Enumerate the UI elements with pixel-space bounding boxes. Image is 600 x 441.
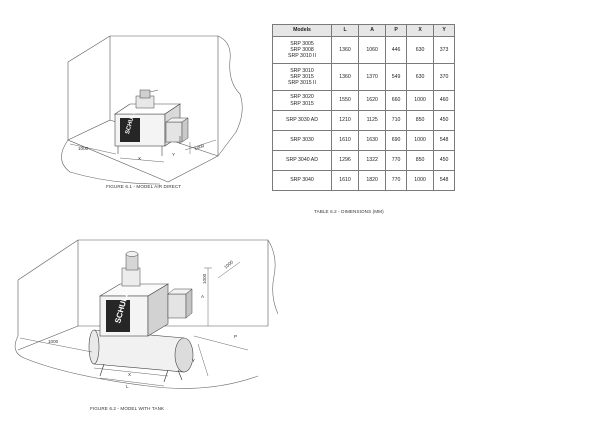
dim-x: X xyxy=(128,372,131,377)
cell-p: 770 xyxy=(385,150,408,171)
cell-x: 630 xyxy=(406,63,435,91)
header-a: A xyxy=(358,24,387,37)
cell-x: 630 xyxy=(406,36,435,64)
cell-l: 1296 xyxy=(330,150,360,171)
compressor-with-tank: SCHULZ xyxy=(88,251,194,383)
dim-1000-left: 1000 xyxy=(78,146,89,151)
dim-a: A xyxy=(201,294,205,299)
dim-1000-vertical: 1000 xyxy=(202,273,207,284)
header-y: Y xyxy=(433,24,455,37)
table-row: SRP 3030 AD 1210 1125 710 850 450 xyxy=(272,110,455,131)
dim-y: Y xyxy=(192,358,195,363)
cell-y: 373 xyxy=(433,36,455,64)
compressor-air-direct: SCHULZ xyxy=(114,89,189,156)
cell-models: SRP 3005 SRP 3008 SRP 3010 II xyxy=(272,36,332,64)
table-header-row: Models L A P X Y xyxy=(272,24,455,37)
cell-p: 770 xyxy=(385,170,408,191)
cell-a: 1820 xyxy=(358,170,387,191)
cell-p: 446 xyxy=(385,36,408,64)
header-models: Models xyxy=(272,24,332,37)
cell-p: 710 xyxy=(385,110,408,131)
header-p: P xyxy=(385,24,408,37)
header-l: L xyxy=(330,24,360,37)
cell-l: 1360 xyxy=(330,63,360,91)
dim-p: P xyxy=(234,334,237,339)
figure-caption-6-2: FIGURE 6.2 - MODEL WITH TANK xyxy=(90,406,165,411)
cell-x: 850 xyxy=(406,150,435,171)
figure-caption-6-1: FIGURE 6.1 - MODEL AIR DIRECT xyxy=(106,184,182,189)
figure-air-direct: SCHULZ 1000 1000 X Y xyxy=(61,35,243,185)
cell-models: SRP 3030 AD xyxy=(272,110,332,131)
cell-a: 1620 xyxy=(358,90,387,111)
dim-y: Y xyxy=(172,152,175,157)
dim-1000-right: 1000 xyxy=(194,143,206,151)
cell-y: 370 xyxy=(433,63,455,91)
cell-a: 1322 xyxy=(358,150,387,171)
figure-with-tank: SCHULZ 1000 1000 1000 X Y L P A xyxy=(14,239,278,389)
cell-x: 1000 xyxy=(406,170,435,191)
dim-1000-right: 1000 xyxy=(223,259,234,270)
dim-x: X xyxy=(138,156,141,161)
cell-x: 1000 xyxy=(406,130,435,151)
cell-p: 690 xyxy=(385,130,408,151)
cell-l: 1610 xyxy=(330,130,360,151)
cell-l: 1360 xyxy=(330,36,360,64)
cell-l: 1610 xyxy=(330,170,360,191)
table-row: SRP 3040 AD 1296 1322 770 850 450 xyxy=(272,150,455,171)
table-row: SRP 3030 1610 1630 690 1000 548 xyxy=(272,130,455,151)
cell-a: 1630 xyxy=(358,130,387,151)
cell-x: 850 xyxy=(406,110,435,131)
table-row: SRP 3020 SRP 3015 1550 1620 660 1000 460 xyxy=(272,90,455,111)
cell-l: 1210 xyxy=(330,110,360,131)
cell-p: 660 xyxy=(385,90,408,111)
dim-l: L xyxy=(126,384,129,389)
cell-models: SRP 3030 xyxy=(272,130,332,151)
cell-a: 1125 xyxy=(358,110,387,131)
header-x: X xyxy=(406,24,435,37)
table-row: SRP 3005 SRP 3008 SRP 3010 II 1360 1060 … xyxy=(272,36,455,64)
cell-a: 1370 xyxy=(358,63,387,91)
dimensions-table: Models L A P X Y SRP 3005 SRP 3008 SRP 3… xyxy=(272,24,455,191)
table-row: SRP 3010 SRP 3015 SRP 3015 II 1360 1370 … xyxy=(272,63,455,91)
cell-y: 460 xyxy=(433,90,455,111)
cell-y: 450 xyxy=(433,110,455,131)
cell-models: SRP 3040 AD xyxy=(272,150,332,171)
cell-models: SRP 3010 SRP 3015 SRP 3015 II xyxy=(272,63,332,91)
table-row: SRP 3040 1610 1820 770 1000 548 xyxy=(272,170,455,191)
cell-models: SRP 3040 xyxy=(272,170,332,191)
cell-p: 549 xyxy=(385,63,408,91)
cell-y: 548 xyxy=(433,130,455,151)
cell-a: 1060 xyxy=(358,36,387,64)
cell-y: 548 xyxy=(433,170,455,191)
table-caption-6-2: TABLE 6.2 - DIMENSIONS (MM) xyxy=(314,209,384,214)
cell-x: 1000 xyxy=(406,90,435,111)
cell-l: 1550 xyxy=(330,90,360,111)
cell-models: SRP 3020 SRP 3015 xyxy=(272,90,332,111)
dim-1000-left: 1000 xyxy=(48,339,59,344)
cell-y: 450 xyxy=(433,150,455,171)
